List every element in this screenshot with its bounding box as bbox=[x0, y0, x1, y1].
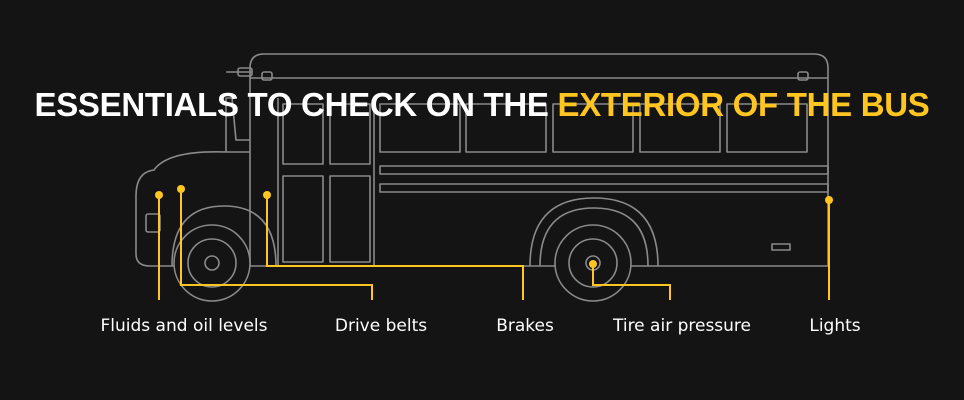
brakes-marker bbox=[263, 191, 271, 199]
callout-dots bbox=[155, 185, 833, 268]
bus-outline-illustration bbox=[135, 53, 829, 267]
drive-belts-marker bbox=[177, 185, 185, 193]
callout-lines bbox=[158, 189, 830, 300]
tire-pressure-marker bbox=[589, 260, 597, 268]
label-tire-pressure: Tire air pressure bbox=[612, 316, 752, 336]
lights-marker bbox=[825, 196, 833, 204]
label-lights: Lights bbox=[809, 316, 861, 336]
label-drive-belts: Drive belts bbox=[334, 316, 428, 336]
label-brakes: Brakes bbox=[496, 316, 554, 336]
fluids-marker bbox=[155, 191, 163, 199]
title-white: ESSENTIALS TO CHECK ON THE bbox=[34, 86, 549, 123]
page-title: ESSENTIALS TO CHECK ON THE EXTERIOR OF T… bbox=[0, 86, 964, 124]
title-highlight: EXTERIOR OF THE BUS bbox=[557, 86, 930, 123]
wheels bbox=[173, 224, 632, 302]
label-fluids: Fluids and oil levels bbox=[100, 316, 268, 336]
